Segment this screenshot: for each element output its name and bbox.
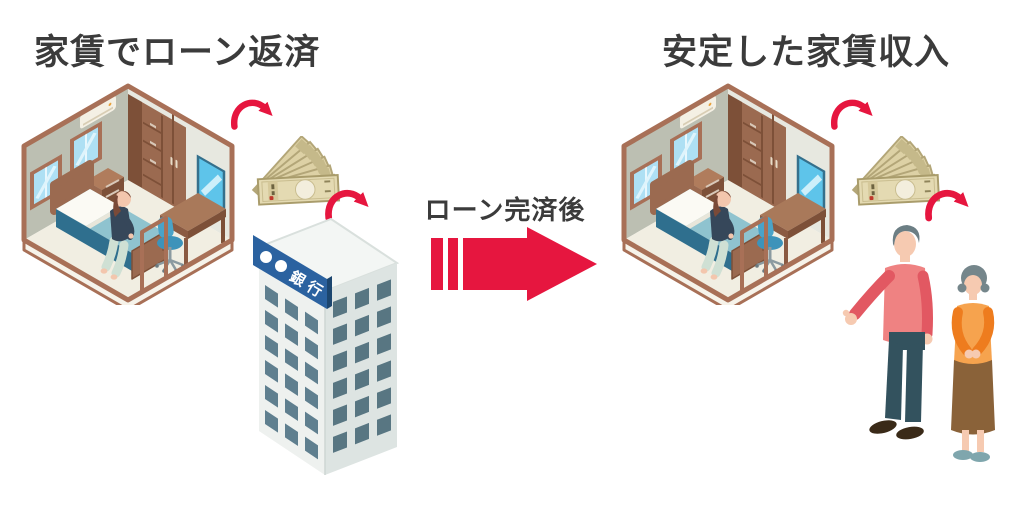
cash-flow-arrow-icon xyxy=(228,96,274,135)
room-illustration-right xyxy=(620,83,836,305)
transition-label: ローン完済後 xyxy=(424,196,586,226)
bank-windows-left xyxy=(265,284,318,460)
big-red-arrow-icon xyxy=(431,227,597,301)
bank-windows-right xyxy=(333,279,391,453)
cash-flow-arrow-icon xyxy=(922,186,970,227)
elderly-woman xyxy=(951,265,995,462)
room-illustration-left xyxy=(20,83,236,305)
elderly-couple-illustration xyxy=(842,225,995,462)
elderly-man xyxy=(842,225,933,440)
bank-building: 銀行 xyxy=(253,217,400,475)
right-section-title: 安定した家賃収入 xyxy=(662,33,951,73)
left-section-title: 家賃でローン返済 xyxy=(34,33,321,73)
bank-building-illustration: 銀行 xyxy=(253,217,400,475)
cash-flow-arrow-icon xyxy=(828,96,874,135)
